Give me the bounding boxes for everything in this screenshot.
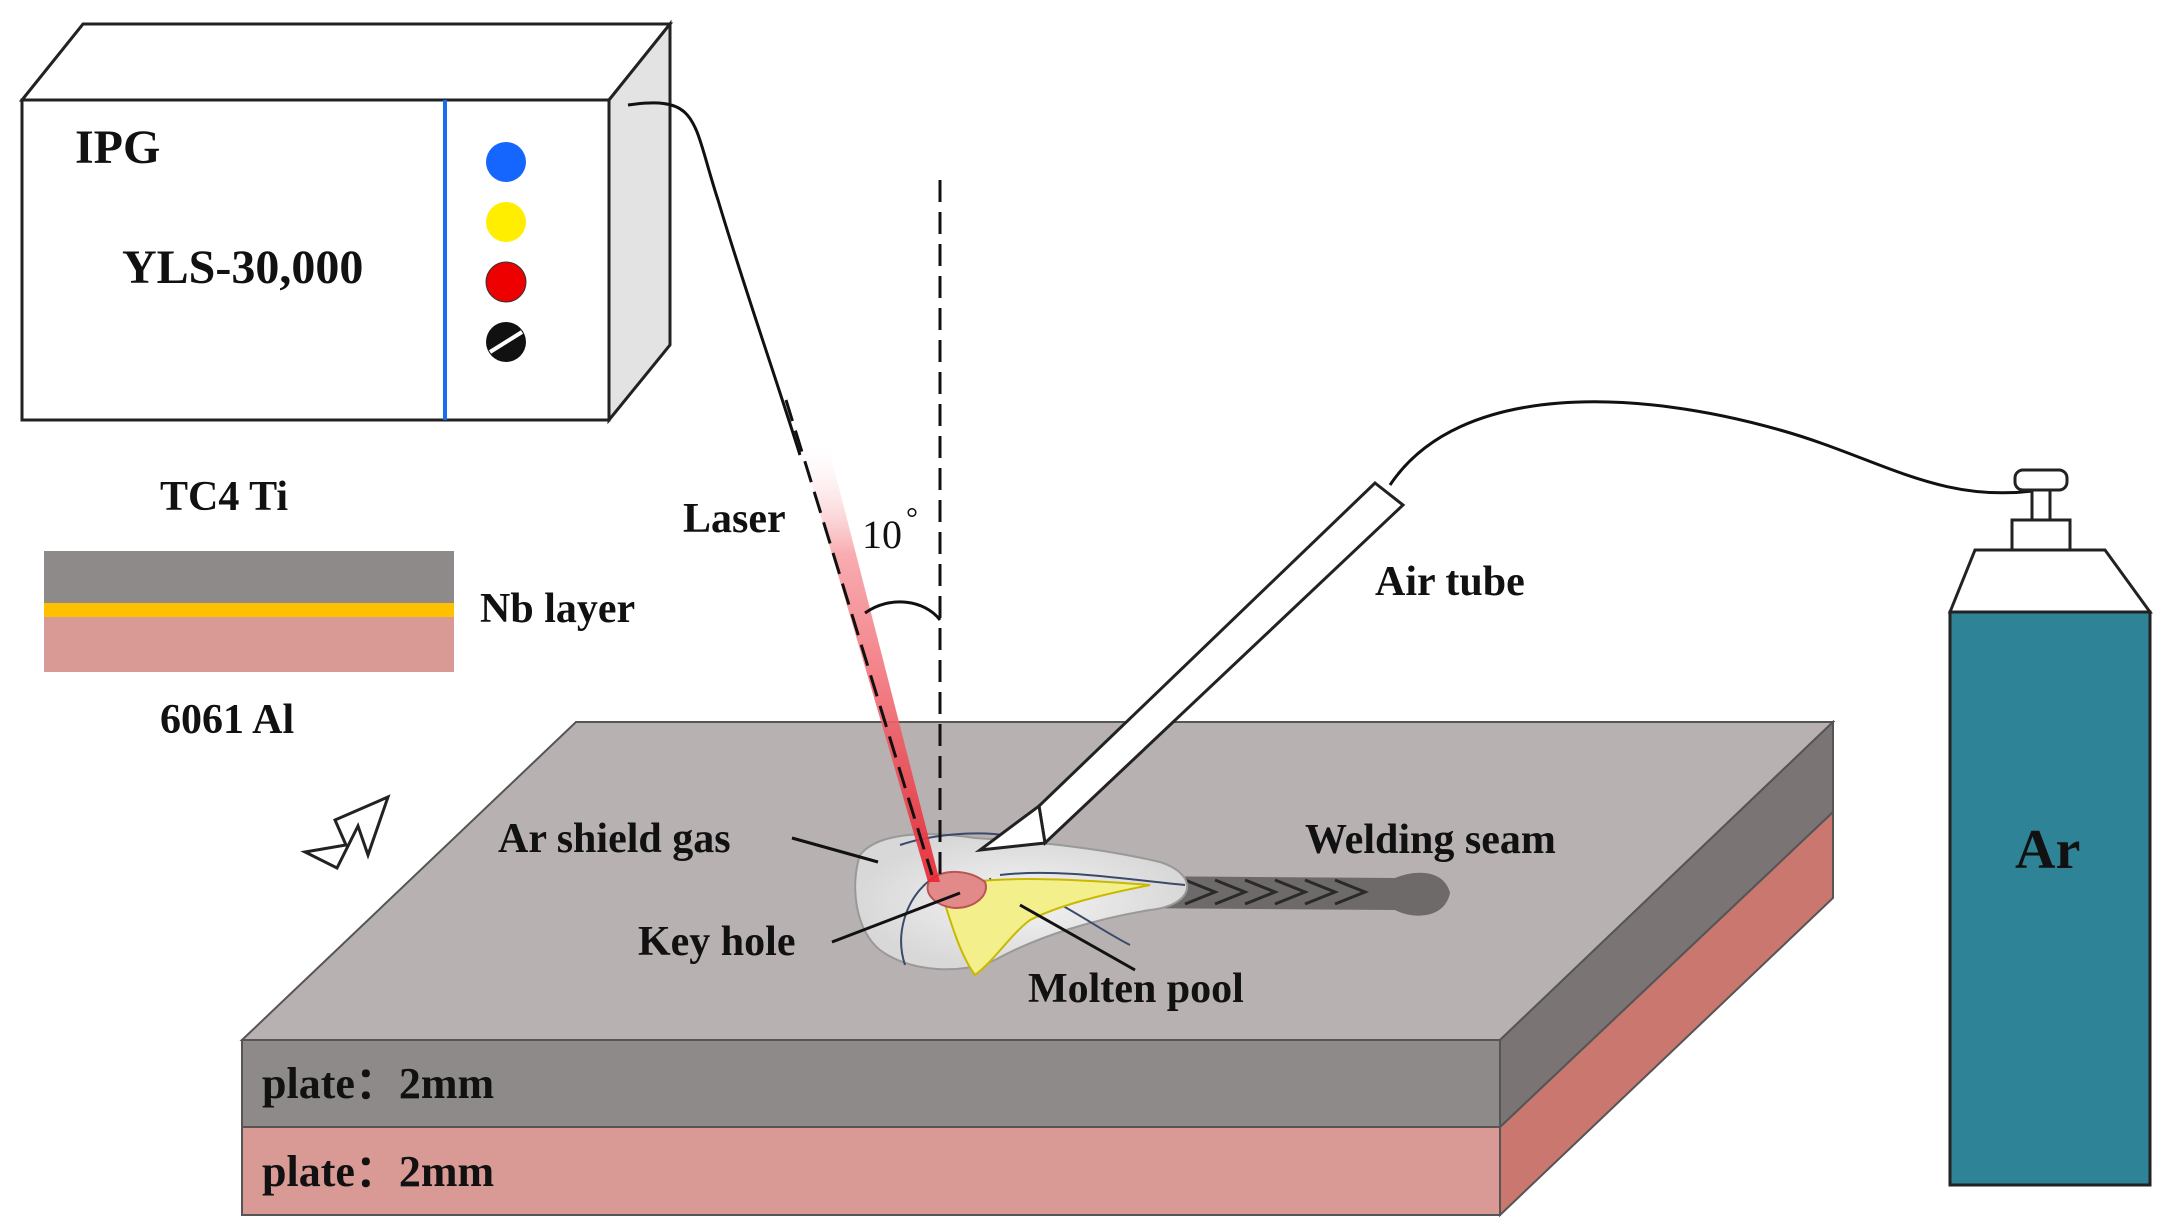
laser-unit: IPG YLS-30,000 [18, 19, 674, 425]
interlayer-label: Nb layer [480, 586, 635, 632]
cylinder-label: Ar [2015, 819, 2080, 881]
top-material-label: TC4 Ti [160, 474, 288, 520]
red-indicator-icon [485, 261, 527, 303]
welding-seam-label: Welding seam [1305, 817, 1556, 863]
weld-zone [854, 832, 1450, 977]
laser-model-label: YLS-30,000 [122, 241, 363, 294]
molten-pool-label: Molten pool [1028, 966, 1244, 1012]
air-tube: Air tube [974, 400, 2041, 853]
beam-axis [784, 399, 934, 876]
cylinder-body [1948, 610, 2152, 1187]
molten-pool-leader [1019, 903, 1136, 972]
angle-value: 10 [862, 512, 902, 557]
laser-beam [800, 445, 940, 882]
ti-plate-front [241, 1039, 1501, 1128]
layer-legend: TC4 Ti Nb layer 6061 Al [44, 474, 635, 871]
blue-indicator-icon [486, 142, 526, 182]
cylinder-valve-stem [2030, 488, 2052, 522]
air-tube-nozzle [974, 803, 1047, 853]
key-hole-label: Key hole [638, 919, 795, 965]
laser-label: Laser [683, 496, 786, 542]
al-layer-swatch [44, 617, 454, 672]
laser-brand-label: IPG [75, 121, 160, 174]
up-arrow-icon [300, 794, 391, 871]
bottom-plate-label: plate：2mm [262, 1147, 494, 1196]
cylinder-valve-knob [2013, 468, 2069, 492]
gas-hose [1388, 400, 2041, 495]
shield-gas-label: Ar shield gas [498, 816, 731, 862]
shield-gas-leader [791, 836, 879, 864]
yellow-indicator-icon [486, 202, 526, 242]
top-plate-label: plate：2mm [262, 1059, 494, 1108]
al-plate-front [241, 1126, 1501, 1216]
angle-unit: ° [906, 502, 918, 535]
ti-layer-swatch [44, 551, 454, 603]
nb-layer-swatch [44, 603, 454, 617]
ar-cylinder: Ar [1947, 468, 2153, 1187]
seam-chevrons [1184, 878, 1370, 906]
angle-arc [864, 600, 942, 621]
cylinder-neck [2010, 518, 2072, 552]
cylinder-shoulder [1947, 548, 2153, 614]
bottom-material-label: 6061 Al [160, 697, 294, 743]
air-tube-label: Air tube [1375, 559, 1525, 605]
molten-pool [938, 878, 1151, 977]
laser-head: Laser 10 ° [683, 180, 942, 882]
power-knob-icon [486, 322, 526, 362]
key-hole-leader [831, 891, 961, 944]
welding-seam [1120, 872, 1450, 916]
callouts: Ar shield gas Key hole Molten pool Weldi… [498, 816, 1556, 1012]
optical-fiber [627, 101, 802, 456]
laser-unit-top-face [18, 22, 674, 102]
